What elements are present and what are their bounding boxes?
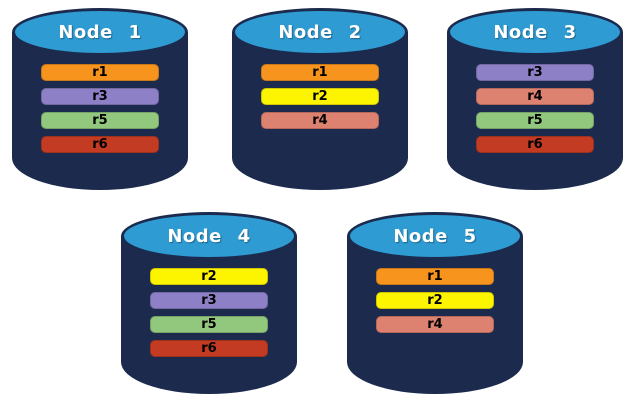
replica-bar: r1 (376, 268, 494, 285)
node-3-cylinder-top: Node 3 (447, 8, 623, 56)
node-5-replica-list: r1 r2 r4 (347, 268, 523, 333)
replica-bar: r2 (376, 292, 494, 309)
node-1-cylinder-body (12, 32, 188, 190)
node-1-cylinder-top: Node 1 (12, 8, 188, 56)
node-1-cylinder: r1 r3 r5 r6 Node 1 (12, 8, 188, 190)
node-2-replica-list: r1 r2 r4 (232, 64, 408, 129)
replica-bar: r4 (476, 88, 594, 105)
replica-bar: r4 (261, 112, 379, 129)
replica-bar: r2 (261, 88, 379, 105)
node-4-cylinder-top: Node 4 (121, 212, 297, 260)
node-5-cylinder-body (347, 236, 523, 394)
node-4-replica-list: r2 r3 r5 r6 (121, 268, 297, 357)
replica-bar: r6 (41, 136, 159, 153)
replica-bar: r1 (261, 64, 379, 81)
replica-bar: r6 (150, 340, 268, 357)
node-5-cylinder-top: Node 5 (347, 212, 523, 260)
replica-bar: r5 (41, 112, 159, 129)
replica-bar: r5 (476, 112, 594, 129)
node-1-label: Node 1 (58, 21, 142, 43)
replica-bar: r3 (41, 88, 159, 105)
node-2-cylinder-body (232, 32, 408, 190)
replica-bar: r2 (150, 268, 268, 285)
node-5-label: Node 5 (393, 225, 477, 247)
node-1-replica-list: r1 r3 r5 r6 (12, 64, 188, 153)
node-3-cylinder-body (447, 32, 623, 190)
node-4-cylinder: r2 r3 r5 r6 Node 4 (121, 212, 297, 394)
node-3-label: Node 3 (493, 21, 577, 43)
replica-bar: r6 (476, 136, 594, 153)
replica-bar: r3 (150, 292, 268, 309)
replica-bar: r4 (376, 316, 494, 333)
replica-bar: r1 (41, 64, 159, 81)
replica-bar: r5 (150, 316, 268, 333)
node-4-cylinder-body (121, 236, 297, 394)
node-3-replica-list: r3 r4 r5 r6 (447, 64, 623, 153)
node-3-cylinder: r3 r4 r5 r6 Node 3 (447, 8, 623, 190)
node-2-label: Node 2 (278, 21, 362, 43)
node-4-label: Node 4 (167, 225, 251, 247)
node-2-cylinder: r1 r2 r4 Node 2 (232, 8, 408, 190)
node-5-cylinder: r1 r2 r4 Node 5 (347, 212, 523, 394)
replica-bar: r3 (476, 64, 594, 81)
node-2-cylinder-top: Node 2 (232, 8, 408, 56)
